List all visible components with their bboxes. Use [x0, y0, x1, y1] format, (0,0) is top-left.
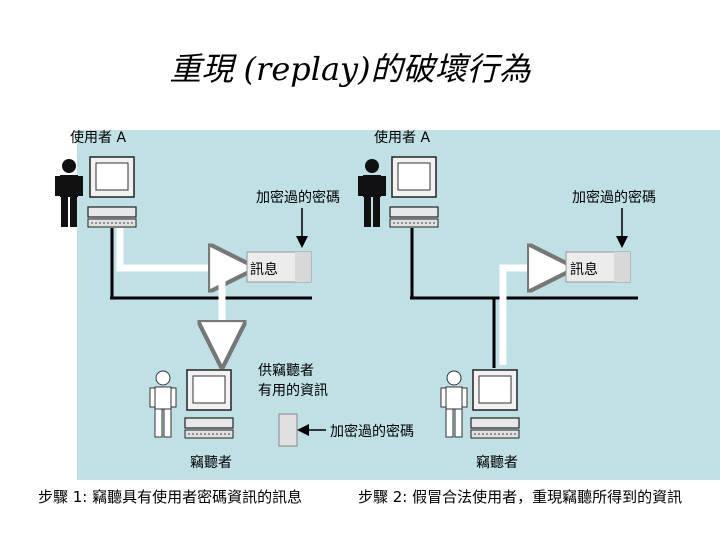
- step1-encrypted-password-label-2: 加密過的密碼: [330, 424, 414, 440]
- user-a-computer-icon-2: [389, 156, 439, 228]
- step1-caption: 步驟 1: 竊聽具有使用者密碼資訊的訊息: [38, 488, 303, 506]
- eavesdropper-computer-icon-2: [470, 369, 520, 439]
- replay-flow-arrow: [499, 268, 562, 365]
- user-a-computer-icon: [87, 156, 137, 228]
- step2-message-label: 訊息: [570, 262, 598, 278]
- eavesdropper-person-icon-2: [440, 370, 468, 438]
- step2-caption: 步驟 2: 假冒合法使用者，重現竊聽所得到的資訊: [358, 488, 683, 506]
- message-flow-arrow: [116, 228, 243, 268]
- step1-user-a-label: 使用者 A: [70, 130, 127, 146]
- user-a-person-icon-2: [358, 159, 386, 227]
- eavesdropper-computer-icon: [184, 369, 234, 439]
- step2-eavesdropper-label: 竊聽者: [476, 455, 518, 471]
- step1-encrypted-password-label: 加密過的密碼: [256, 190, 340, 206]
- user-a-person-icon: [55, 159, 83, 227]
- step1-message-label: 訊息: [250, 262, 278, 278]
- step1-provide-info-label-line2: 有用的資訊: [258, 383, 328, 399]
- step1-group: [55, 156, 326, 447]
- step1-eavesdropper-label: 竊聽者: [190, 455, 232, 471]
- step2-group: [358, 156, 638, 439]
- eavesdropper-person-icon: [149, 370, 177, 438]
- step1-provide-info-label-line1: 供竊聽者: [258, 363, 314, 379]
- step2-encrypted-password-label: 加密過的密碼: [572, 190, 656, 206]
- step2-user-a-label: 使用者 A: [374, 130, 431, 146]
- captured-packet-box: [278, 413, 298, 447]
- page-title: 重現 (replay)的破壞行為: [169, 50, 531, 88]
